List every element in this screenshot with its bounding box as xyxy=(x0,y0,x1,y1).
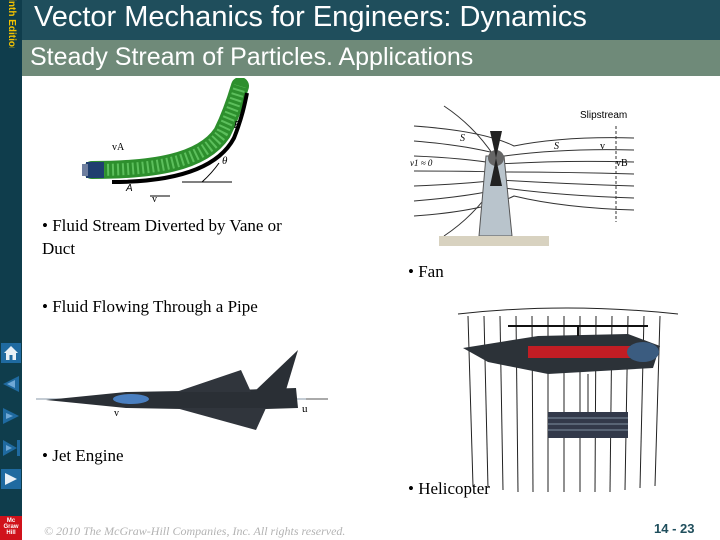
vane-figure: B vA θ A v xyxy=(82,78,249,204)
label-v: v xyxy=(152,194,157,204)
home-icon xyxy=(1,343,21,363)
label-v1: v1 ≈ 0 xyxy=(410,158,433,168)
first-slide-button[interactable] xyxy=(1,373,21,395)
bullet-vane: • Fluid Stream Diverted by Vane or Duct xyxy=(42,216,282,258)
label-slipstream: Slipstream xyxy=(580,110,627,121)
sidebar xyxy=(0,0,22,540)
label-b: B xyxy=(234,120,241,131)
bullet-pipe: • Fluid Flowing Through a Pipe xyxy=(42,297,258,316)
first-slide-icon xyxy=(3,376,19,392)
next-slide-icon xyxy=(3,440,20,456)
label-fan-v: v xyxy=(600,141,605,152)
subtitle-bar: Steady Stream of Particles. Applications xyxy=(22,40,720,76)
page-number: 14 - 23 xyxy=(654,521,695,536)
label-vb: vB xyxy=(616,158,628,169)
label-s2: S xyxy=(554,141,559,152)
helicopter-figure xyxy=(457,307,679,493)
fan-figure: Slipstream S v1 ≈ 0 S v vB xyxy=(410,105,635,246)
label-va: vA xyxy=(112,142,125,153)
bullet-fan: • Fan xyxy=(408,262,444,281)
home-button[interactable] xyxy=(1,342,21,364)
last-slide-button[interactable] xyxy=(1,468,21,490)
bullet-helicopter: • Helicopter xyxy=(408,479,490,498)
next-slide-button[interactable] xyxy=(1,437,21,459)
slide-title: Vector Mechanics for Engineers: Dynamics xyxy=(34,1,587,33)
edition-label: Ninth Edition xyxy=(6,0,17,48)
previous-slide-icon xyxy=(3,408,19,424)
label-a: A xyxy=(125,183,133,194)
title-bar: Vector Mechanics for Engineers: Dynamics xyxy=(22,0,720,40)
bullet-jet: • Jet Engine xyxy=(42,446,124,465)
copyright-footer: © 2010 The McGraw-Hill Companies, Inc. A… xyxy=(44,524,346,538)
last-slide-icon xyxy=(1,469,21,489)
jet-figure: u v xyxy=(36,350,328,430)
label-u: u xyxy=(302,403,308,415)
previous-slide-button[interactable] xyxy=(1,405,21,427)
label-s: S xyxy=(460,133,465,144)
label-theta: θ xyxy=(222,155,228,167)
slide-subtitle: Steady Stream of Particles. Applications xyxy=(30,43,474,71)
label-jet-v: v xyxy=(114,408,119,419)
